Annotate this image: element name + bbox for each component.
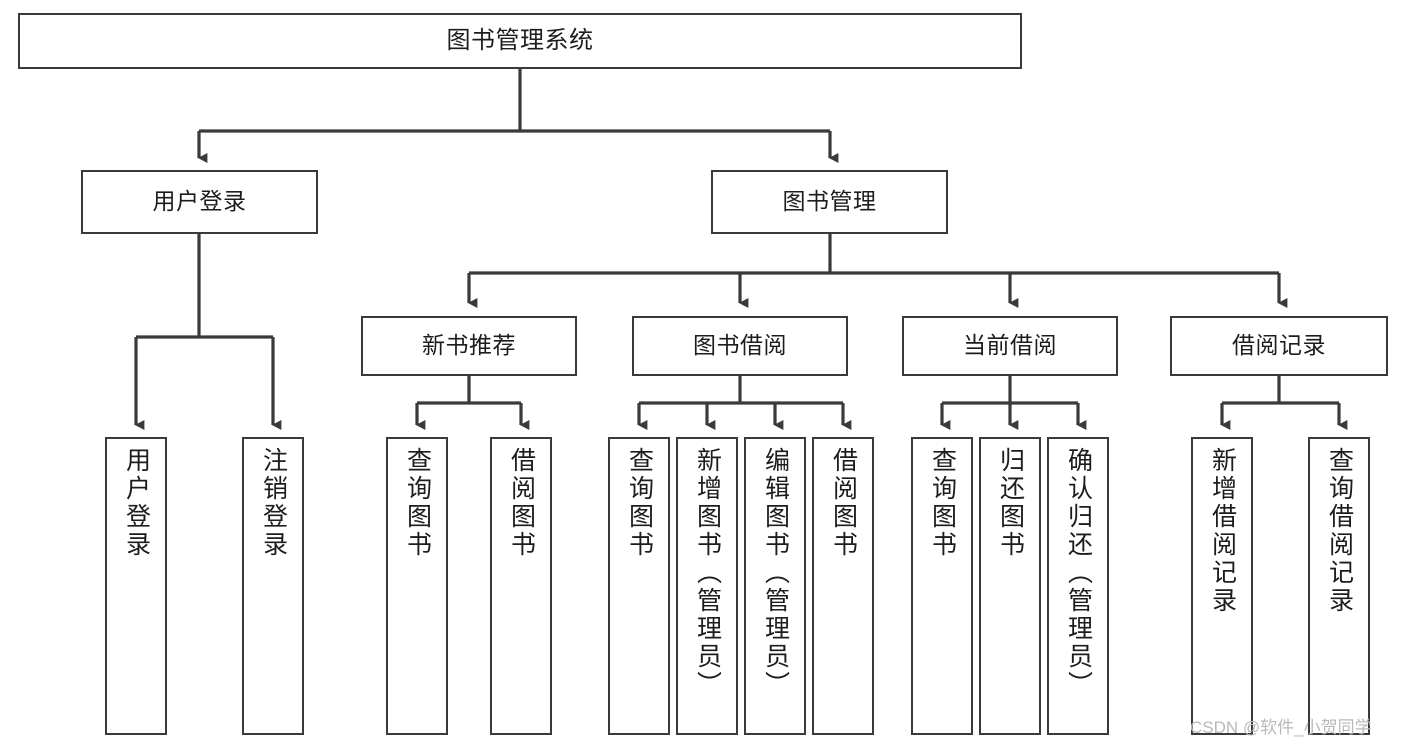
- node-label: 查询图书: [403, 447, 432, 559]
- node-root-book-management-system[interactable]: 图书管理系统: [18, 13, 1022, 69]
- node-label: 借阅图书: [829, 447, 858, 559]
- leaf-query-book-newbook[interactable]: 查询图书: [386, 437, 448, 735]
- leaf-query-borrow-record[interactable]: 查询借阅记录: [1308, 437, 1370, 735]
- node-label: 新书推荐: [422, 332, 516, 359]
- node-borrow-record[interactable]: 借阅记录: [1170, 316, 1388, 376]
- node-label: 借阅记录: [1232, 332, 1326, 359]
- leaf-query-book-current[interactable]: 查询图书: [911, 437, 973, 735]
- leaf-borrow-book-newbook[interactable]: 借阅图书: [490, 437, 552, 735]
- node-label: 图书管理系统: [446, 26, 594, 54]
- node-label: 注销登录: [259, 447, 288, 559]
- leaf-confirm-return-admin[interactable]: 确认归还（管理员）: [1047, 437, 1109, 735]
- leaf-user-login[interactable]: 用户登录: [105, 437, 167, 735]
- node-label: 归还图书: [996, 447, 1025, 559]
- leaf-add-book-admin[interactable]: 新增图书（管理员）: [676, 437, 738, 735]
- node-label: 新增借阅记录: [1208, 447, 1237, 615]
- node-label: 借阅图书: [507, 447, 536, 559]
- csdn-watermark: CSDN @软件_小贺同学: [1190, 718, 1372, 737]
- node-book-management[interactable]: 图书管理: [711, 170, 948, 234]
- leaf-edit-book-admin[interactable]: 编辑图书（管理员）: [744, 437, 806, 735]
- leaf-query-book-borrow[interactable]: 查询图书: [608, 437, 670, 735]
- leaf-borrow-book-borrow[interactable]: 借阅图书: [812, 437, 874, 735]
- node-label: 当前借阅: [963, 332, 1057, 359]
- node-label: 图书管理: [782, 188, 877, 215]
- node-book-borrow[interactable]: 图书借阅: [632, 316, 848, 376]
- node-label: 编辑图书（管理员）: [761, 447, 790, 699]
- node-label: 用户登录: [152, 188, 247, 215]
- node-new-book-recommend[interactable]: 新书推荐: [361, 316, 577, 376]
- node-label: 用户登录: [122, 447, 151, 559]
- node-current-borrow[interactable]: 当前借阅: [902, 316, 1118, 376]
- node-user-login[interactable]: 用户登录: [81, 170, 318, 234]
- node-label: 查询图书: [928, 447, 957, 559]
- node-label: 查询借阅记录: [1325, 447, 1354, 615]
- node-label: 查询图书: [625, 447, 654, 559]
- node-label: 新增图书（管理员）: [693, 447, 722, 699]
- node-label: 确认归还（管理员）: [1064, 447, 1093, 699]
- leaf-add-borrow-record[interactable]: 新增借阅记录: [1191, 437, 1253, 735]
- leaf-logout-login[interactable]: 注销登录: [242, 437, 304, 735]
- node-label: 图书借阅: [693, 332, 787, 359]
- leaf-return-book[interactable]: 归还图书: [979, 437, 1041, 735]
